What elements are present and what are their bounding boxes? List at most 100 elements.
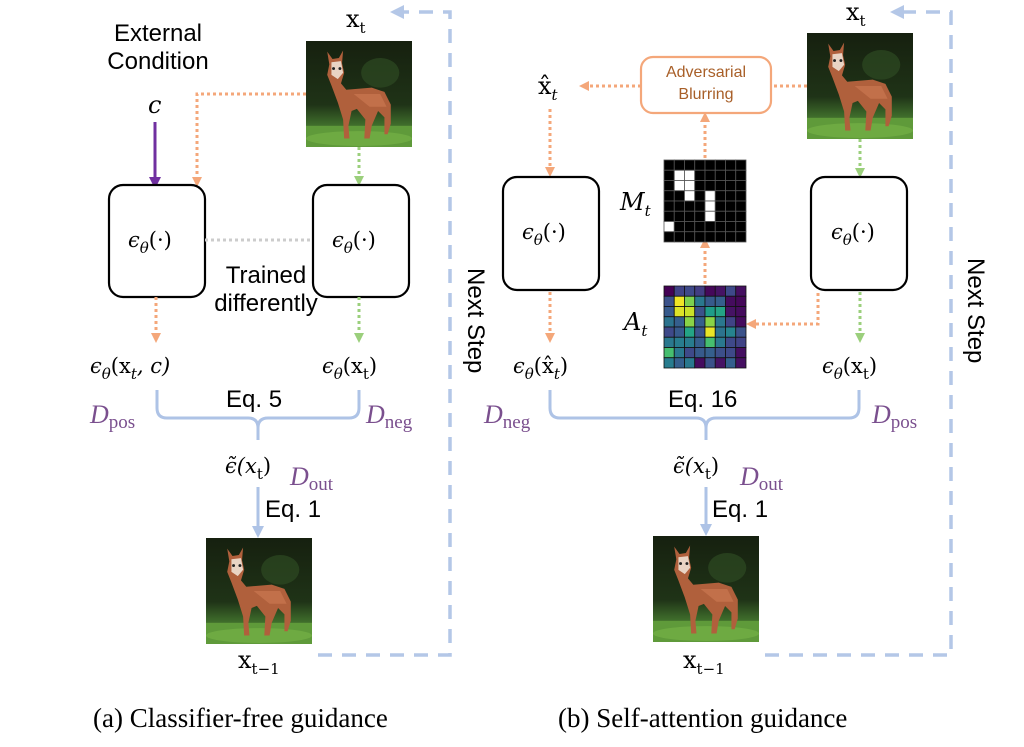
trained-note-line1: Trained	[225, 262, 307, 289]
eq-merge-b: Eq. 16	[668, 386, 738, 413]
input-label-main: x	[346, 5, 360, 33]
mask-cell	[714, 169, 726, 181]
combined-noise-b: ϵ̃(xt)	[673, 454, 720, 483]
mask-cell	[704, 190, 716, 202]
attention-cell	[704, 285, 716, 297]
mask-cell	[714, 231, 726, 243]
mask-cell	[684, 231, 696, 243]
attention-cell	[673, 285, 685, 297]
panel-a	[107, 5, 452, 657]
mask-cell	[725, 221, 737, 233]
mask-cell	[694, 210, 706, 222]
d-pos-label-a: Dpos	[90, 400, 136, 433]
mask-cell	[673, 159, 685, 171]
mask-cell	[694, 221, 706, 233]
model-box-left-b	[501, 175, 601, 292]
attention-cell	[714, 316, 726, 328]
model-label-right-a: ϵθ(·)	[332, 228, 376, 257]
attention-cell	[663, 295, 675, 307]
attention-cell	[735, 347, 747, 359]
mask-cell	[704, 210, 716, 222]
mask-cell	[673, 190, 685, 202]
mask-cell	[704, 221, 716, 233]
attention-cell	[704, 357, 716, 369]
mask-cell	[694, 169, 706, 181]
attention-cell	[673, 316, 685, 328]
mask-cell	[663, 180, 675, 192]
attention-cell	[725, 285, 737, 297]
mask-cell	[663, 210, 675, 222]
combined-noise-a: ϵ̃(xt)	[225, 454, 272, 483]
attention-cell	[725, 347, 737, 359]
mask-cell	[725, 200, 737, 212]
attention-map-at	[663, 285, 747, 369]
output-left-a: ϵθ(xt, c)	[90, 354, 171, 383]
attention-cell	[663, 336, 675, 348]
attention-cell	[684, 336, 696, 348]
attention-cell	[725, 326, 737, 338]
attention-label: At	[624, 308, 648, 340]
output-right-a: ϵθ(xt)	[322, 354, 378, 383]
attention-cell	[684, 306, 696, 318]
attention-cell	[704, 347, 716, 359]
external-condition-label: External Condition	[107, 20, 208, 76]
model-label-left-a: ϵθ(·)	[128, 228, 172, 257]
output-image-xt-1-b	[653, 536, 759, 642]
orange-flow-to-left-model	[192, 92, 306, 187]
mask-cell	[663, 231, 675, 243]
output-image-xt-1-a	[206, 538, 312, 644]
mask-cell	[735, 159, 747, 171]
attention-cell	[735, 316, 747, 328]
mask-cell	[725, 231, 737, 243]
attention-cell	[694, 347, 706, 359]
mask-cell	[673, 200, 685, 212]
attention-cell	[694, 357, 706, 369]
input-label-xt-a: xt	[346, 7, 366, 40]
mask-cell	[673, 169, 685, 181]
trained-note-line2: differently	[214, 290, 318, 317]
mask-cell	[714, 221, 726, 233]
attention-cell	[673, 306, 685, 318]
attention-cell	[714, 357, 726, 369]
attention-cell	[694, 316, 706, 328]
mask-cell	[704, 159, 716, 171]
attention-cell	[725, 357, 737, 369]
mask-cell	[684, 169, 696, 181]
attention-cell	[714, 326, 726, 338]
mask-cell	[704, 180, 716, 192]
attention-cell	[663, 357, 675, 369]
model-box-right-a	[311, 183, 411, 299]
next-step-label-b: Next Step	[962, 258, 989, 364]
mask-cell	[735, 180, 747, 192]
mask-cell	[714, 180, 726, 192]
mask-cell	[735, 210, 747, 222]
mask-cell	[663, 221, 675, 233]
attention-cell	[725, 306, 737, 318]
next-step-loop-b[interactable]	[765, 5, 953, 657]
attention-cell	[694, 306, 706, 318]
next-step-loop-a[interactable]	[318, 5, 452, 657]
attention-cell	[704, 306, 716, 318]
mask-cell	[673, 180, 685, 192]
attention-cell	[735, 357, 747, 369]
mask-cell	[725, 180, 737, 192]
attention-cell	[673, 326, 685, 338]
mask-cell	[714, 200, 726, 212]
model-box-right-b	[809, 175, 909, 292]
attention-cell	[704, 316, 716, 328]
mask-cell	[694, 200, 706, 212]
attention-cell	[735, 326, 747, 338]
mask-cell	[673, 221, 685, 233]
attention-cell	[673, 347, 685, 359]
d-neg-label-a: Dneg	[366, 400, 413, 433]
mask-cell	[673, 231, 685, 243]
input-label-xt-b: xt	[846, 0, 866, 30]
mask-cell	[735, 169, 747, 181]
blur-label-line2: Blurring	[678, 86, 734, 103]
attention-cell	[663, 306, 675, 318]
attention-cell	[735, 336, 747, 348]
mask-cell	[714, 210, 726, 222]
mask-cell	[694, 159, 706, 171]
attention-cell	[725, 336, 737, 348]
mask-cell	[684, 180, 696, 192]
